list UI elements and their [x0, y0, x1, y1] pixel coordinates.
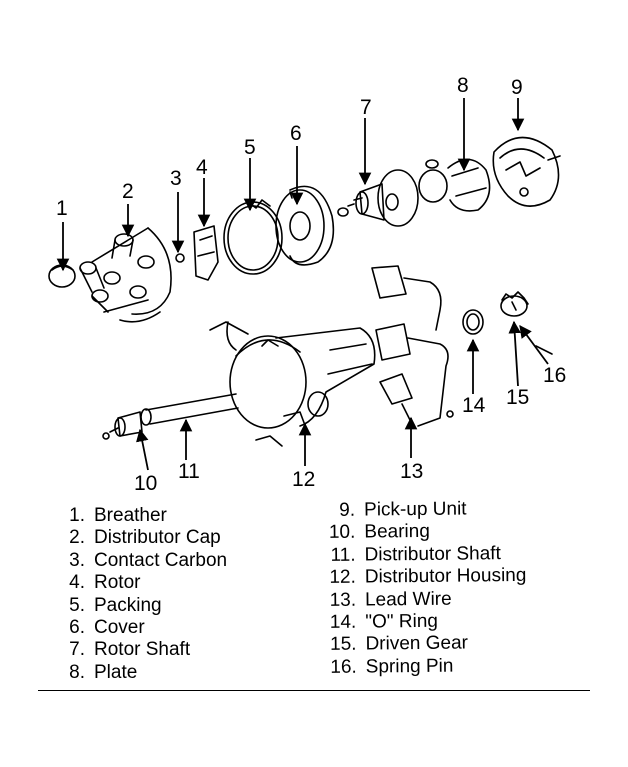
legend-item: 5. Packing [55, 595, 227, 617]
legend-number: 15. [329, 634, 357, 656]
legend-number: 3. [69, 549, 85, 571]
spring-pin-part [535, 345, 553, 355]
legend-label: Spring Pin [365, 655, 454, 678]
legend-right-column: 9. Pick-up Unit 10. Bearing 11. Distributor… [322, 498, 527, 679]
legend-label: Packing [94, 594, 162, 616]
callout-2: 2 [122, 180, 134, 203]
legend-item: 13. Lead Wire [323, 587, 527, 612]
packing-part [223, 199, 283, 275]
callout-4: 4 [196, 156, 208, 179]
legend-label: Breather [94, 505, 167, 526]
legend-label: "O" Ring [365, 610, 439, 633]
legend-item: 10. Bearing [322, 520, 526, 545]
leader-16 [519, 324, 549, 365]
legend-number: 7. [69, 639, 85, 661]
legend-label: Lead Wire [364, 588, 452, 611]
breather-part [48, 264, 76, 288]
legend-number: 13. [329, 589, 357, 611]
rotor-shaft-part [337, 169, 419, 227]
legend-item: 1. Breather [55, 505, 227, 527]
callout-3: 3 [170, 167, 182, 190]
legend-number: 2. [69, 527, 85, 549]
plate-part [418, 158, 491, 212]
legend-label: Distributor Housing [364, 565, 527, 588]
legend-number: 8. [69, 661, 85, 683]
legend-number: 1. [69, 505, 85, 526]
rotor-part [193, 225, 219, 281]
callout-12: 12 [292, 468, 315, 491]
legend-label: Pick-up Unit [363, 498, 467, 521]
legend-item: 11. Distributor Shaft [322, 543, 526, 568]
legend-number: 5. [69, 594, 85, 616]
legend-number: 11. [330, 544, 356, 566]
legend-item: 15. Driven Gear [323, 632, 527, 657]
legend-label: Cover [94, 617, 145, 639]
callout-11: 11 [178, 460, 200, 483]
legend-item: 12. Distributor Housing [323, 565, 527, 590]
distributor-shaft-part [102, 393, 239, 440]
legend-number: 10. [328, 522, 356, 544]
legend-number: 14. [329, 611, 357, 633]
bottom-divider [38, 690, 590, 691]
distributor-housing-part [209, 321, 376, 447]
legend-item: 16. Spring Pin [324, 655, 528, 680]
driven-gear-part [500, 291, 529, 317]
exploded-parts-diagram: 1 2 3 4 5 6 7 8 9 10 11 12 13 14 15 16 [48, 74, 566, 495]
legend-item: 3. Contact Carbon [55, 550, 227, 572]
legend-item: 6. Cover [55, 617, 227, 639]
legend-label: Plate [94, 661, 138, 683]
callout-1: 1 [56, 197, 68, 220]
legend-number: 6. [69, 617, 85, 639]
callout-10: 10 [134, 472, 157, 495]
distributor-cap-part [79, 227, 172, 323]
callout-8: 8 [457, 74, 469, 97]
legend-number: 16. [330, 656, 357, 678]
callout-16: 16 [543, 364, 566, 387]
callout-9: 9 [511, 76, 523, 99]
legend-item: 14. "O" Ring [323, 610, 527, 635]
callout-15: 15 [506, 386, 529, 409]
legend-label: Rotor Shaft [94, 639, 191, 661]
cover-part [275, 185, 335, 266]
legend-number: 4. [69, 572, 85, 594]
contact-carbon-part [175, 253, 185, 263]
leader-10 [136, 428, 149, 471]
legend-left-column: 1. Breather 2. Distributor Cap 3. Contact C… [55, 505, 227, 684]
pick-up-unit-part [492, 136, 561, 207]
legend-number: 12. [329, 566, 356, 589]
legend-label: Distributor Shaft [364, 542, 501, 566]
callout-13: 13 [400, 460, 423, 483]
legend-item: 9. Pick-up Unit [322, 498, 526, 523]
o-ring-part [462, 309, 484, 335]
callout-14: 14 [462, 394, 486, 417]
legend-item: 7. Rotor Shaft [55, 639, 227, 661]
lead-wire-part [371, 265, 454, 427]
callout-6: 6 [290, 122, 302, 145]
legend-label: Rotor [94, 572, 141, 594]
legend-label: Contact Carbon [94, 549, 228, 571]
callout-5: 5 [244, 136, 256, 159]
callout-7: 7 [360, 96, 372, 119]
legend-number: 9. [339, 499, 356, 521]
legend-label: Bearing [364, 521, 430, 543]
legend-label: Distributor Cap [94, 527, 221, 549]
legend-item: 4. Rotor [55, 572, 227, 594]
legend-item: 8. Plate [55, 662, 227, 684]
leader-15 [508, 320, 521, 387]
legend-label: Driven Gear [365, 632, 469, 655]
legend-item: 2. Distributor Cap [55, 527, 227, 549]
